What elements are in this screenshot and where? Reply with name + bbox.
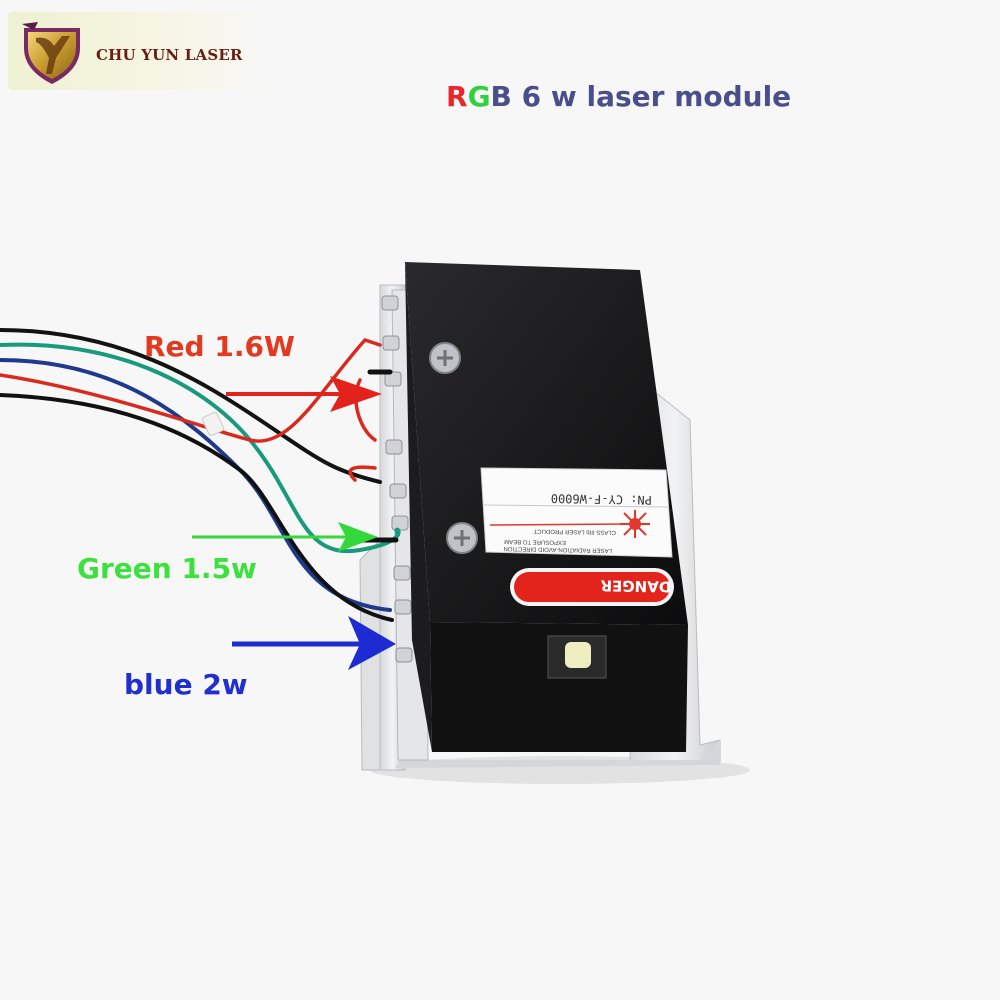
label-exposure: EXPOSURE TO BEAM [504, 538, 566, 545]
danger-sticker: DANGER [510, 568, 674, 606]
title-rest: 6 w laser module [511, 80, 792, 113]
top-screw-icon [446, 522, 478, 554]
product-label: PN: CY-F-W6000 CLASS IIIb LASER PRODUCT … [480, 467, 673, 558]
title-letter-b: B [490, 80, 512, 113]
page-title: RGB 6 w laser module [446, 80, 791, 113]
top-screw-icon [429, 342, 461, 374]
label-radiation: LASER RADIATION-AVOID DIRECTION [503, 545, 612, 553]
brand-logo: CHU YUN LASER [8, 12, 270, 90]
green-power-label: Green 1.5w [77, 552, 257, 585]
cy-shield-logo-icon [22, 22, 80, 84]
laser-starburst-icon [489, 510, 650, 538]
danger-text: DANGER [600, 576, 671, 595]
red-power-label: Red 1.6W [144, 330, 295, 363]
title-letter-r: R [446, 80, 468, 113]
brand-name: CHU YUN LASER [96, 46, 243, 64]
label-pn: PN: CY-F-W6000 [551, 491, 652, 507]
blue-arrow-icon [232, 616, 396, 670]
title-letter-g: G [467, 80, 491, 113]
label-class: CLASS IIIb LASER PRODUCT [533, 528, 616, 535]
green-arrow-icon [192, 522, 378, 552]
blue-power-label: blue 2w [124, 668, 248, 701]
red-arrow-icon [226, 376, 382, 412]
